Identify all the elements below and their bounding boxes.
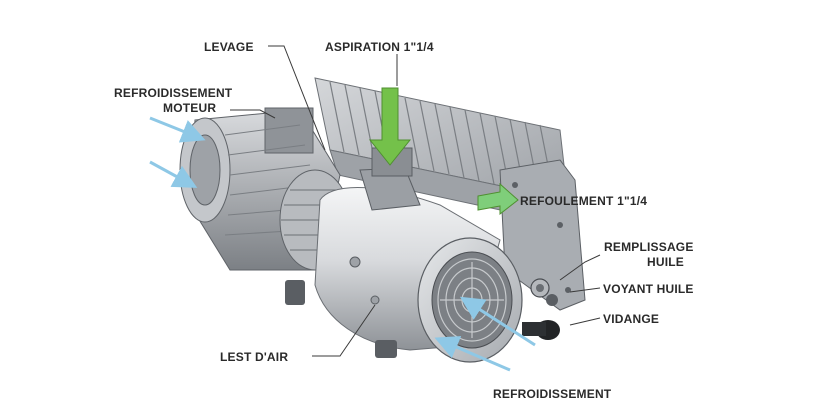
main-cylinder — [314, 187, 523, 363]
oil-fittings — [522, 278, 560, 340]
label-refroidissement-moteur-1: REFROIDISSEMENT — [114, 86, 233, 100]
label-voyant-huile: VOYANT HUILE — [603, 282, 694, 296]
leader-lines — [230, 45, 601, 357]
end-plate — [499, 159, 586, 311]
outlet-arrow — [477, 182, 519, 216]
label-levage: LEVAGE — [204, 40, 254, 54]
label-lest-air: LEST D'AIR — [220, 350, 289, 364]
label-refoulement: REFOULEMENT 1"1/4 — [520, 194, 648, 208]
label-aspiration: ASPIRATION 1"1/4 — [325, 40, 434, 54]
label-refroidissement-moteur-2: MOTEUR — [163, 101, 217, 115]
label-vidange: VIDANGE — [603, 312, 660, 326]
inlet-arrow — [368, 87, 412, 166]
label-refroidissement-bas: REFROIDISSEMENT — [493, 387, 612, 401]
label-remplissage-2: HUILE — [647, 255, 684, 269]
label-remplissage-1: REMPLISSAGE — [604, 240, 694, 254]
airflow-arrows — [149, 116, 536, 372]
intake-block — [359, 147, 421, 211]
